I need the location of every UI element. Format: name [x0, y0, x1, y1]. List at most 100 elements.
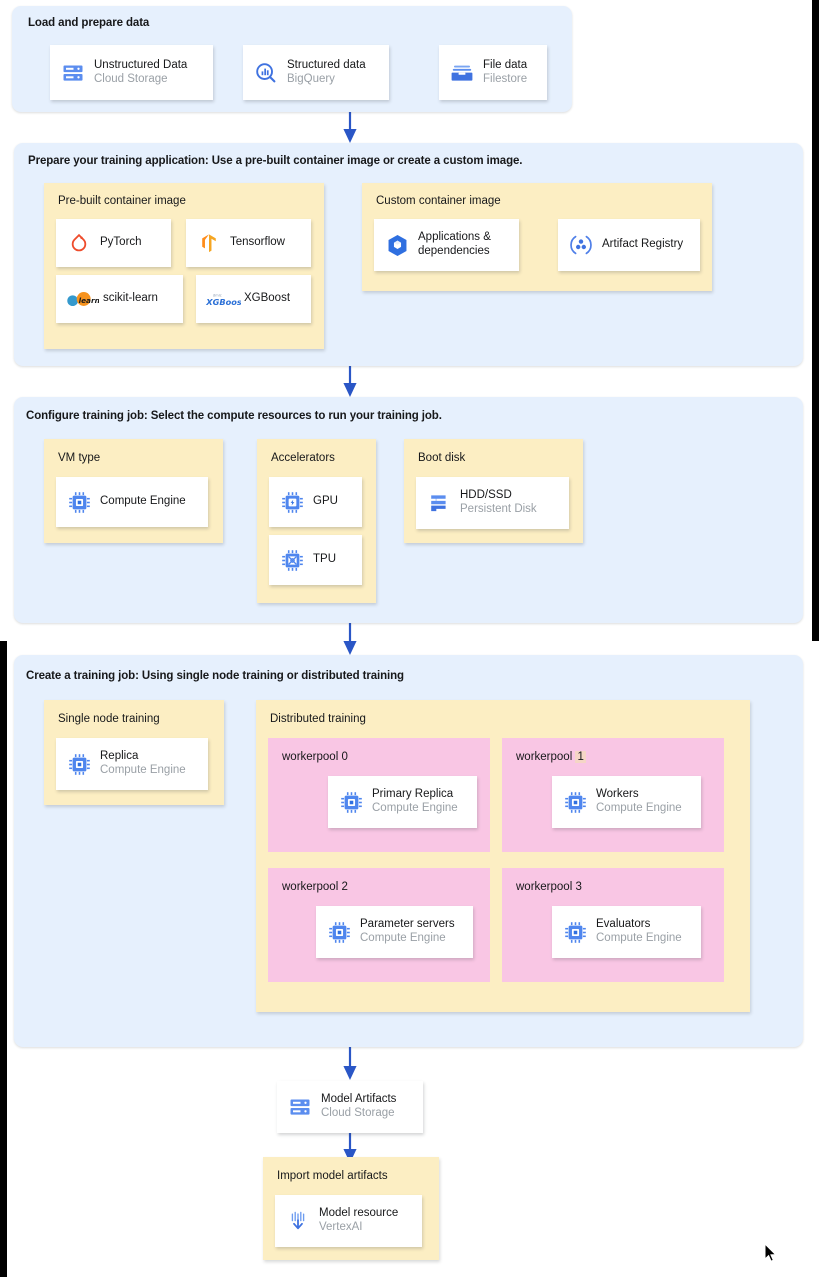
stage-prepare-training-application: Prepare your training application: Use a…	[14, 143, 803, 366]
card-subtitle: Filestore	[483, 72, 528, 85]
pool-label-index: 2	[341, 881, 348, 893]
compute-engine-icon	[62, 752, 96, 777]
persistent-disk-icon	[422, 491, 456, 515]
card-compute-engine-vm[interactable]: Compute Engine	[56, 477, 208, 527]
stage-title-load: Load and prepare data	[28, 17, 150, 29]
group-title-boot-disk: Boot disk	[418, 452, 466, 464]
svg-text:learn: learn	[79, 296, 99, 305]
card-xgboost[interactable]: dmlc XGBoost XGBoost	[196, 275, 311, 323]
card-subtitle: Compute Engine	[372, 802, 458, 814]
card-tpu[interactable]: TPU	[269, 535, 362, 585]
stage-title-prepare: Prepare your training application: Use a…	[28, 155, 523, 167]
card-title: Tensorflow	[230, 236, 285, 249]
card-replica[interactable]: Replica Compute Engine	[56, 738, 208, 790]
card-title: Primary Replica	[372, 788, 454, 801]
tpu-icon	[275, 548, 309, 573]
card-primary-replica[interactable]: Primary Replica Compute Engine	[328, 776, 477, 828]
card-title: HDD/SSD	[460, 489, 512, 502]
card-tensorflow[interactable]: Tensorflow	[186, 219, 311, 267]
card-hdd-ssd[interactable]: HDD/SSD Persistent Disk	[416, 477, 569, 529]
card-subtitle: VertexAI	[319, 1221, 363, 1233]
stage-title-configure: Configure training job: Select the compu…	[26, 410, 442, 422]
group-vm-type: VM type Compute Engi	[44, 439, 223, 543]
pool-label-index: 3	[575, 881, 582, 893]
card-title: Unstructured Data	[94, 58, 188, 71]
pytorch-icon	[62, 232, 96, 254]
filestore-icon	[445, 61, 479, 85]
card-subtitle: Compute Engine	[596, 932, 682, 944]
stage-load-and-prepare-data: Load and prepare data Unstructured Data …	[12, 6, 572, 112]
pool-workerpool-2: workerpool 2	[268, 868, 490, 982]
pool-label-2: workerpool 2	[282, 881, 348, 893]
pool-workerpool-0: workerpool 0	[268, 738, 490, 852]
compute-engine-icon	[62, 490, 96, 515]
page-edge-bar-right	[812, 0, 819, 641]
compute-engine-icon	[558, 790, 592, 815]
card-title: Workers	[596, 788, 639, 801]
card-file-data[interactable]: File data Filestore	[439, 45, 547, 100]
card-title: GPU	[313, 495, 338, 508]
card-model-resource[interactable]: Model resource VertexAI	[275, 1195, 422, 1247]
card-title: Parameter servers	[360, 918, 455, 931]
card-title: Model Artifacts	[321, 1093, 397, 1106]
card-structured-data[interactable]: Structured data BigQuery	[243, 45, 389, 100]
card-subtitle: Compute Engine	[100, 764, 186, 776]
card-applications-dependencies[interactable]: Applications & dependencies	[374, 219, 519, 271]
card-title: Applications &	[418, 231, 491, 244]
group-title-custom: Custom container image	[376, 195, 501, 207]
vertex-model-icon	[281, 1209, 315, 1233]
group-title-distributed: Distributed training	[270, 713, 366, 725]
applications-icon	[380, 233, 414, 258]
gpu-icon	[275, 490, 309, 515]
card-title: TPU	[313, 553, 336, 566]
card-unstructured-data[interactable]: Unstructured Data Cloud Storage	[50, 45, 213, 100]
pool-label-1: workerpool 1	[516, 751, 586, 763]
page-edge-bar-left	[0, 641, 7, 1277]
stage-create-training-job: Create a training job: Using single node…	[14, 655, 803, 1047]
card-subtitle: Cloud Storage	[321, 1107, 395, 1119]
card-workers[interactable]: Workers Compute Engine	[552, 776, 711, 838]
svg-text:XGBoost: XGBoost	[205, 297, 241, 307]
card-parameter-servers[interactable]: Parameter servers Compute Engine	[316, 906, 483, 968]
card-title: scikit-learn	[103, 292, 158, 305]
card-title: Evaluators	[596, 918, 651, 931]
card-subtitle: Persistent Disk	[460, 503, 537, 515]
card-evaluators[interactable]: Evaluators Compute Engine	[552, 906, 711, 968]
compute-engine-icon	[322, 920, 356, 945]
pool-label-prefix: workerpool	[516, 881, 573, 893]
stage-configure-training-job: Configure training job: Select the compu…	[14, 397, 803, 623]
card-gpu[interactable]: GPU	[269, 477, 362, 527]
card-title-line2: dependencies	[418, 245, 490, 257]
card-scikit-learn[interactable]: learn scikit-learn	[56, 275, 183, 323]
group-custom-container-image: Custom container image Applications & de…	[362, 183, 712, 291]
pool-label-0: workerpool 0	[282, 751, 348, 763]
card-title: Model resource	[319, 1207, 399, 1220]
pool-label-index: 0	[341, 751, 348, 763]
cloud-storage-icon	[56, 61, 90, 85]
group-distributed-training: Distributed training workerpool 0	[256, 700, 750, 1012]
card-model-artifacts[interactable]: Model Artifacts Cloud Storage	[277, 1081, 423, 1133]
card-title: File data	[483, 58, 528, 71]
compute-engine-icon	[558, 920, 592, 945]
pool-label-3: workerpool 3	[516, 881, 582, 893]
bigquery-icon	[249, 61, 283, 85]
group-title-import: Import model artifacts	[277, 1170, 388, 1182]
group-import-model-artifacts: Import model artifacts Model resource Ve…	[263, 1157, 439, 1260]
card-title: Replica	[100, 750, 139, 763]
group-single-node-training: Single node training	[44, 700, 224, 805]
cloud-storage-icon	[283, 1095, 317, 1119]
compute-engine-icon	[334, 790, 368, 815]
group-pre-built-container-image: Pre-built container image PyTorch	[44, 183, 324, 349]
group-accelerators: Accelerators GPU	[257, 439, 376, 603]
svg-text:dmlc: dmlc	[213, 293, 222, 297]
xgboost-icon: dmlc XGBoost	[202, 288, 244, 310]
pool-workerpool-3: workerpool 3	[502, 868, 724, 982]
card-pytorch[interactable]: PyTorch	[56, 219, 171, 267]
group-boot-disk: Boot disk HDD/SSD Persistent Disk	[404, 439, 583, 543]
group-title-prebuilt: Pre-built container image	[58, 195, 186, 207]
card-subtitle: BigQuery	[287, 72, 335, 85]
scikit-learn-icon: learn	[62, 289, 102, 309]
card-title: Artifact Registry	[602, 238, 684, 251]
card-artifact-registry[interactable]: Artifact Registry	[558, 219, 700, 271]
